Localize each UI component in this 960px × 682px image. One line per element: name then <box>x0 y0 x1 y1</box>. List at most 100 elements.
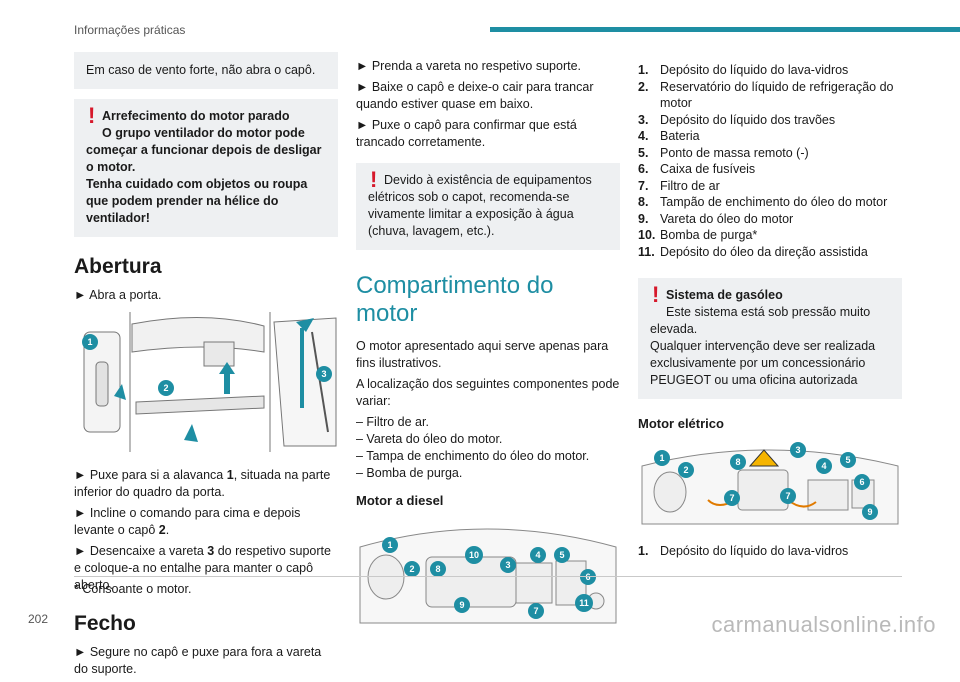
part-label: Ponto de massa remoto (-) <box>660 145 809 160</box>
step-release-text-2: do respetivo suporte e coloque-a no enta… <box>74 544 331 592</box>
warning-body-text-2: Tenha cuidado com objetos ou roupa que p… <box>86 177 308 225</box>
part-label: Vareta do óleo do motor <box>660 211 794 226</box>
heading-fecho: Fecho <box>74 612 136 635</box>
footnote-divider <box>74 576 902 577</box>
step-hold-rod: ► Segure no capô e puxe para fora a vare… <box>74 645 322 676</box>
part-number: 6. <box>638 162 649 176</box>
electric-label-6: 6 <box>859 477 864 487</box>
illus-label-3: 3 <box>321 369 326 379</box>
warning-box-diesel: ! Sistema de gasóleo Este sistema está s… <box>638 278 902 399</box>
diesel-engine-illustration: 1 2 8 10 3 4 5 6 9 7 11 <box>356 517 620 632</box>
parts-list-item: 1. Depósito do líquido do lava-vidros <box>638 62 902 79</box>
electric-label-7b: 7 <box>785 491 790 501</box>
step-release-text: ► Desencaixe a vareta <box>74 544 208 558</box>
intro-variation: A localização dos seguintes componentes … <box>356 377 620 408</box>
parts-list-item: 6. Caixa de fusíveis <box>638 161 902 178</box>
part-label: Depósito do óleo da direção assistida <box>660 244 868 259</box>
electric-label-9: 9 <box>867 507 872 517</box>
variant-item: – Vareta do óleo do motor. <box>356 432 503 446</box>
step-stow-rod: ► Prenda a vareta no respetivo suporte. <box>356 59 581 73</box>
warning-box-electrical: ! Devido à existência de equipamentos el… <box>356 163 620 250</box>
step-check-latch: ► Puxe o capô para confirmar que está tr… <box>356 118 577 149</box>
part-label: Filtro de ar <box>660 178 720 193</box>
step-tilt-ref: 2 <box>158 523 166 537</box>
variant-item: – Tampa de enchimento do óleo do motor. <box>356 449 590 463</box>
diesel-label-1: 1 <box>387 540 392 550</box>
column-3: 1. Depósito do líquido do lava-vidros 2.R… <box>638 62 902 560</box>
diesel-label-2: 2 <box>409 564 414 574</box>
diesel-label-9: 9 <box>459 600 464 610</box>
part-label: Caixa de fusíveis <box>660 162 756 176</box>
part-number: 1. <box>638 63 649 77</box>
heading-electric: Motor elétrico <box>638 416 724 431</box>
part-number: 2. <box>638 79 649 94</box>
watermark: carmanualsonline.info <box>711 612 936 637</box>
step-tilt: ► Incline o comando para cima e depois l… <box>74 505 338 539</box>
part-label: Bateria <box>660 129 700 143</box>
step-open-door: ► Abra a porta. <box>74 288 162 302</box>
diesel-label-3: 3 <box>505 560 510 570</box>
heading-abertura: Abertura <box>74 255 162 278</box>
warning-icon: ! <box>652 282 660 307</box>
warning-electrical-text: Devido à existência de equipamentos elét… <box>368 172 608 240</box>
illus-label-2: 2 <box>163 383 168 393</box>
diesel-label-8: 8 <box>435 564 440 574</box>
parts-list-item: 9. Vareta do óleo do motor <box>638 211 902 228</box>
electric-label-3: 3 <box>795 445 800 455</box>
warning-icon: ! <box>88 103 96 128</box>
step-pull-lever-ref: 1 <box>226 468 234 482</box>
part-label: Tampão de enchimento do óleo do motor <box>660 195 888 209</box>
electric-label-8: 8 <box>735 457 740 467</box>
info-box-wind: Em caso de vento forte, não abra o capô. <box>74 52 338 89</box>
warning-title: Arrefecimento do motor parado <box>102 109 290 123</box>
step-tilt-text-2: . <box>165 523 170 537</box>
step-tilt-text: ► Incline o comando para cima e depois l… <box>74 506 301 537</box>
part-number: 3. <box>638 112 649 127</box>
part-number: 11. <box>638 244 655 259</box>
part-number: 4. <box>638 129 649 143</box>
diesel-warning-title: Sistema de gasóleo <box>666 288 783 302</box>
running-header: Informações práticas <box>74 23 186 37</box>
intro-illustrative: O motor apresentado aqui serve apenas pa… <box>356 339 609 370</box>
diesel-label-11: 11 <box>579 598 589 608</box>
step-lower-bonnet: ► Baixe o capô e deixe-o cair para tranc… <box>356 80 594 111</box>
parts-list-item: 2.Reservatório do líquido de refrigeraçã… <box>638 79 902 112</box>
diesel-label-7: 7 <box>533 606 538 616</box>
diesel-warning-text: Este sistema está sob pressão muito elev… <box>650 305 871 336</box>
part-label: Depósito do líquido do lava-vidros <box>660 544 849 558</box>
parts-list-item: 4. Bateria <box>638 128 902 145</box>
electric-engine-drawing: 1 2 8 3 4 5 6 7 7 9 <box>641 442 899 525</box>
warning-body-text: O grupo ventilador do motor pode começar… <box>86 126 322 174</box>
warning-icon: ! <box>370 167 378 192</box>
electric-label-2: 2 <box>683 465 688 475</box>
illus-label-1: 1 <box>87 337 92 347</box>
part-number: 10. <box>638 228 656 242</box>
part-number: 7. <box>638 178 649 193</box>
diesel-label-6: 6 <box>585 572 590 582</box>
diesel-warning-text-2: Qualquer intervenção deve ser realizada … <box>650 339 876 387</box>
warning-electrical-body: Devido à existência de equipamentos elét… <box>368 173 592 238</box>
part-number: 1. <box>638 544 649 558</box>
part-number: 9. <box>638 211 649 226</box>
part-label: Depósito do líquido do lava-vidros <box>660 63 849 77</box>
step-pull-lever-text: ► Puxe para si a alavanca <box>74 468 227 482</box>
bonnet-opening-drawing: 1 2 3 <box>82 312 337 452</box>
diesel-label-5: 5 <box>559 550 564 560</box>
warning-box-cooling: ! Arrefecimento do motor parado O grupo … <box>74 99 338 237</box>
electric-label-7a: 7 <box>729 493 734 503</box>
parts-list-item: 10.Bomba de purga* <box>638 227 902 244</box>
step-release-rod: ► Desencaixe a vareta 3 do respetivo sup… <box>74 543 338 594</box>
header-accent-bar <box>490 27 960 32</box>
part-number: 5. <box>638 145 649 160</box>
electric-engine-illustration: 1 2 8 3 4 5 6 7 7 9 <box>638 440 902 531</box>
step-pull-lever: ► Puxe para si a alavanca 1, situada na … <box>74 467 338 501</box>
bonnet-opening-illustration: 1 2 3 <box>74 312 338 457</box>
parts-list-item: 7. Filtro de ar <box>638 178 902 195</box>
electric-parts-list: 1. Depósito do líquido do lava-vidros <box>638 543 902 560</box>
parts-list-item: 11. Depósito do óleo da direção assistida <box>638 244 902 261</box>
parts-list-item: 1. Depósito do líquido do lava-vidros <box>638 543 902 560</box>
diesel-label-10: 10 <box>469 550 479 560</box>
parts-list-item: 5. Ponto de massa remoto (-) <box>638 145 902 162</box>
electric-label-5: 5 <box>845 455 850 465</box>
page-number: 202 <box>28 612 49 626</box>
